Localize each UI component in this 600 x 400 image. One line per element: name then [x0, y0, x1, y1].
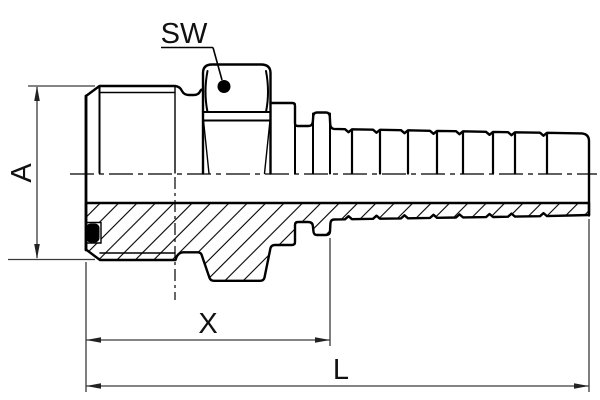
dim-L-arrow-right [574, 383, 589, 389]
shoulder-collar-barb-profile [269, 101, 591, 217]
barb-serrations [350, 128, 549, 175]
hex-taper-right [263, 119, 271, 175]
elastomer-seal [86, 223, 100, 243]
dim-A-arrow-down [34, 244, 40, 259]
dim-A-arrow-up [34, 86, 40, 101]
dimension-L: L [85, 219, 590, 392]
dimension-X: X [86, 238, 331, 346]
section-lower-half [84, 201, 591, 282]
thread-profile [84, 84, 204, 176]
sw-label: SW [161, 18, 208, 50]
external-upper-half [84, 63, 591, 252]
sw-callout: SW [161, 18, 231, 93]
hex-nut [201, 63, 272, 175]
dimension-A: A [6, 85, 95, 261]
sw-leader-dot [217, 80, 231, 93]
seal-groove-outline [86, 221, 102, 244]
section-hatching [86, 203, 589, 281]
sw-leader-line [212, 47, 223, 81]
hex-corner-arc-right [265, 70, 269, 113]
dim-X-label: X [198, 308, 217, 340]
dim-X-arrow-right [315, 337, 330, 343]
dim-L-arrow-left [86, 383, 101, 389]
dim-X-arrow-left [86, 337, 101, 343]
dim-L-label: L [333, 354, 349, 386]
hex-nut-outline [201, 63, 272, 175]
hex-taper-left [202, 119, 210, 175]
hex-corner-arc-left [204, 70, 209, 113]
dim-A-label: A [6, 163, 38, 183]
